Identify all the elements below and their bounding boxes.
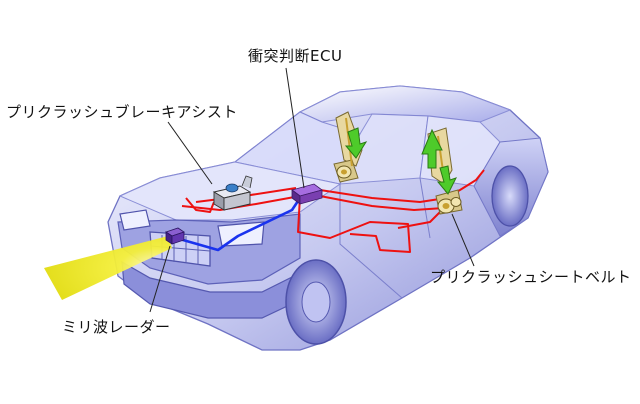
leader-radar: [149, 245, 171, 313]
label-seatbelt: プリクラッシュシートベルト: [430, 268, 632, 286]
leader-lines: [149, 67, 475, 313]
radar-unit: [165, 227, 185, 245]
seatbelt-retractor-front: [336, 165, 352, 179]
door-line: [339, 184, 403, 299]
signal-wiring: [175, 191, 306, 252]
leader-ecu: [285, 67, 305, 189]
front-wheel-hub: [301, 281, 331, 323]
label-collision-ecu: 衝突判断ECU: [248, 47, 343, 65]
brake-actuator: [212, 175, 253, 211]
seatbelt-retractor-rear: [437, 197, 462, 214]
seatbelt-arrow-rear-up: [421, 128, 443, 169]
seatbelt-arrow-front: [344, 127, 368, 159]
label-millimeter-radar: ミリ波レーダー: [62, 318, 171, 336]
label-brake-assist: プリクラッシュブレーキアシスト: [6, 103, 238, 121]
rear-wheel: [491, 165, 529, 227]
seatbelt-arrow-rear-down: [436, 165, 457, 195]
radar-beam: [44, 236, 172, 300]
ecu-unit: [291, 183, 323, 205]
leader-brake: [167, 121, 213, 185]
door-line-rear: [419, 177, 431, 239]
headlight-left: [119, 209, 151, 231]
leader-belt: [451, 213, 475, 267]
